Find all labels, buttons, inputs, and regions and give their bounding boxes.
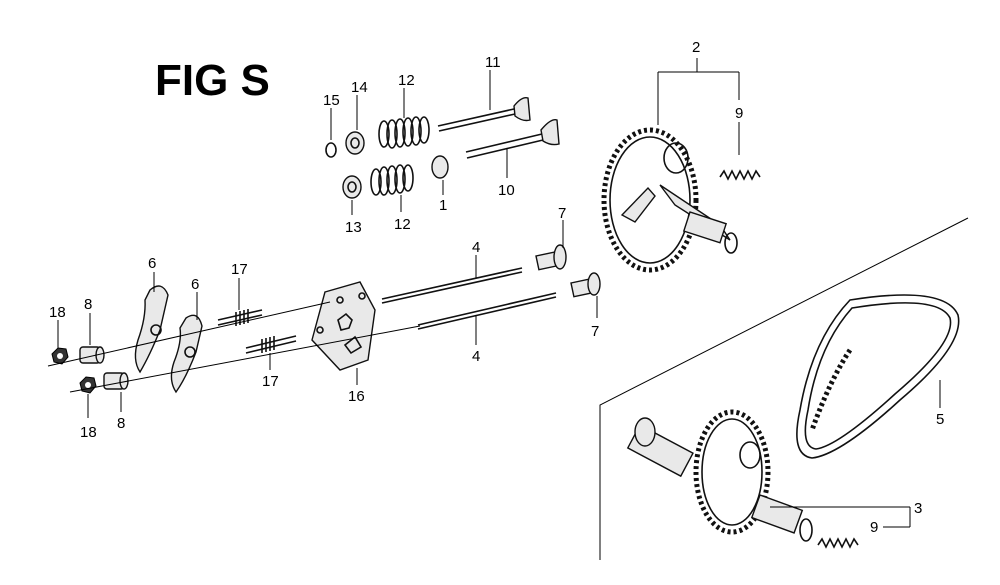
- part-17-studs: [217, 309, 297, 354]
- callout-12-upper: 12: [398, 72, 415, 89]
- callout-5: 5: [936, 411, 944, 428]
- callout-18-lower: 18: [80, 424, 97, 441]
- part-2-camshaft: [601, 127, 738, 273]
- callout-11: 11: [485, 54, 501, 71]
- callout-16: 16: [348, 388, 365, 405]
- callout-9-lower: 9: [870, 519, 878, 536]
- figure-title: FIG S: [155, 56, 270, 105]
- part-9-spring-lower: [817, 537, 859, 549]
- callout-4-lower: 4: [472, 348, 480, 365]
- leader-lines: [57, 58, 941, 528]
- part-16-rocker-plate: [311, 281, 376, 371]
- callout-6-left: 6: [148, 255, 156, 272]
- part-12-spring-lower: [370, 164, 414, 196]
- callout-9-upper: 9: [735, 105, 743, 122]
- callout-2: 2: [692, 39, 700, 56]
- callout-3: 3: [914, 500, 922, 517]
- callout-18-upper: 18: [49, 304, 66, 321]
- callout-7-upper: 7: [558, 205, 566, 222]
- part-5-timing-chain: [796, 294, 960, 459]
- subpanel-border: [599, 217, 969, 560]
- part-10-valve: [465, 119, 560, 159]
- callout-17-upper: 17: [231, 261, 248, 278]
- assembly-axis-line: [47, 301, 331, 367]
- part-9-spring-upper: [719, 169, 761, 181]
- callout-14: 14: [351, 79, 368, 96]
- callout-labels: 2 9 11 12 14 15 13 12 1 10 7 4 7 4 6 6 1…: [49, 39, 944, 536]
- callout-12-lower: 12: [394, 216, 411, 233]
- part-15-clip: [325, 142, 337, 158]
- part-1-stem-seal: [431, 155, 449, 179]
- part-13-retainer: [342, 175, 362, 199]
- part-3-crankshaft: [626, 409, 813, 542]
- assembly-axis-line-2: [69, 325, 421, 393]
- valve-group: [325, 96, 560, 199]
- callout-10: 10: [498, 182, 515, 199]
- part-7-tappets: [535, 244, 601, 298]
- callout-8-upper: 8: [84, 296, 92, 313]
- callout-7-lower: 7: [591, 323, 599, 340]
- callout-17-lower: 17: [262, 373, 279, 390]
- callout-4-upper: 4: [472, 239, 480, 256]
- callout-8-lower: 8: [117, 415, 125, 432]
- callout-15: 15: [323, 92, 340, 109]
- part-12-spring-upper: [378, 116, 430, 149]
- callout-13: 13: [345, 219, 362, 236]
- part-6-rocker-arms: [134, 285, 203, 394]
- part-14-retainer: [345, 131, 365, 155]
- callout-6-right: 6: [191, 276, 199, 293]
- part-11-valve: [437, 96, 531, 132]
- callout-1: 1: [439, 197, 447, 214]
- part-4-push-rods: [381, 267, 557, 330]
